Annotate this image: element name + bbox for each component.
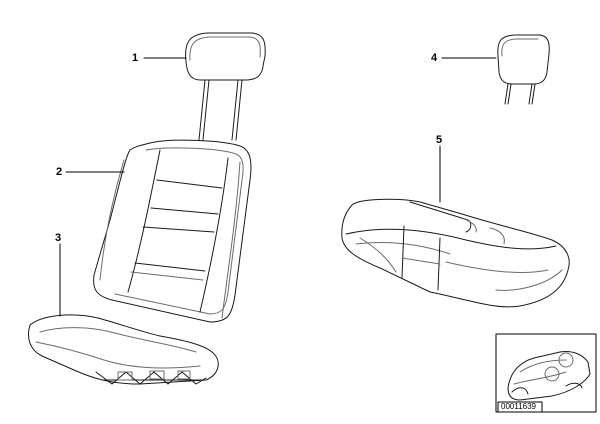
callout-1: 1 [132, 52, 139, 64]
leader-lines [59, 57, 497, 317]
front-seat-cushion [28, 314, 219, 385]
front-seat-backrest [93, 139, 252, 323]
rear-seat-bench [341, 198, 570, 308]
callout-3: 3 [55, 232, 62, 244]
vehicle-inset [495, 333, 597, 413]
inset-part-number: 00011639 [501, 402, 536, 411]
front-headrest [185, 32, 266, 141]
callout-2: 2 [56, 166, 63, 178]
callout-5: 5 [436, 134, 443, 146]
callout-4: 4 [431, 52, 438, 64]
rear-headrest [497, 34, 550, 105]
